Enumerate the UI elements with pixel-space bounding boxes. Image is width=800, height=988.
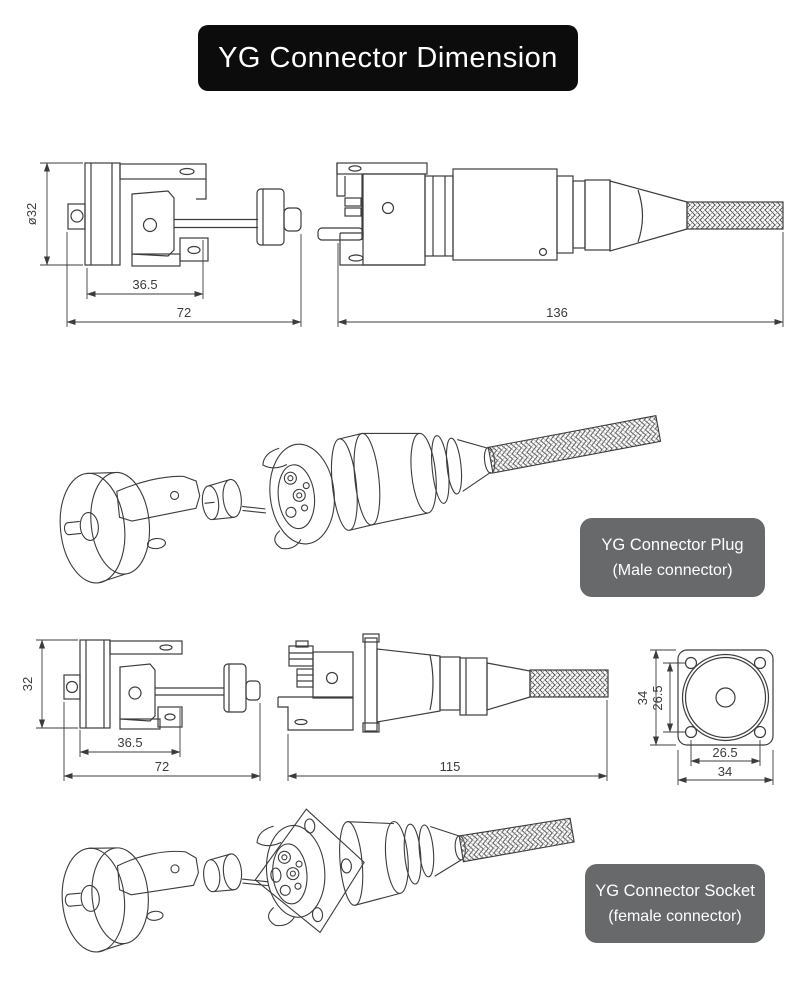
dims-plug-cap-side-view xyxy=(40,162,302,327)
plug-callout-line1: YG Connector Plug xyxy=(601,535,744,554)
dim-26-5-vertical: 26.5 xyxy=(650,685,665,710)
dims-socket-side-view xyxy=(287,700,608,781)
dim-136: 136 xyxy=(546,305,568,320)
dims-plug-side-view xyxy=(337,232,784,327)
dim-34-vertical: 34 xyxy=(635,691,650,705)
socket-callout: YG Connector Socket (female connector) xyxy=(585,864,765,943)
drawing-plug-side-view xyxy=(317,162,784,266)
dims-socket-cap-side-view xyxy=(36,639,261,781)
socket-callout-line2: (female connector) xyxy=(608,907,742,925)
drawing-socket-cap-side-view xyxy=(63,639,261,730)
dim-115: 115 xyxy=(440,759,461,774)
socket-callout-line1: YG Connector Socket xyxy=(595,881,755,900)
dim-36-5-bottom: 36.5 xyxy=(117,735,142,750)
drawing-socket-3d-exploded xyxy=(61,808,575,953)
dim-36-5-top: 36.5 xyxy=(132,277,157,292)
dim-32: 32 xyxy=(20,677,35,691)
drawing-plug-3d-exploded xyxy=(59,415,662,584)
drawing-socket-side-view xyxy=(277,633,609,733)
dim-72-bottom: 72 xyxy=(155,759,169,774)
dim-diameter-32: ø32 xyxy=(24,203,39,225)
dim-72-top: 72 xyxy=(177,305,191,320)
drawing-plug-cap-side-view xyxy=(67,162,302,267)
plug-callout-line2: (Male connector) xyxy=(612,561,733,579)
plug-callout: YG Connector Plug (Male connector) xyxy=(580,518,765,597)
drawing-flange-front-view xyxy=(677,649,774,746)
dim-34-horizontal: 34 xyxy=(718,764,732,779)
dim-26-5-horizontal: 26.5 xyxy=(712,745,737,760)
title-banner: YG Connector Dimension xyxy=(198,25,578,91)
dims-flange-front-view xyxy=(650,649,774,785)
page-title: YG Connector Dimension xyxy=(218,41,558,74)
